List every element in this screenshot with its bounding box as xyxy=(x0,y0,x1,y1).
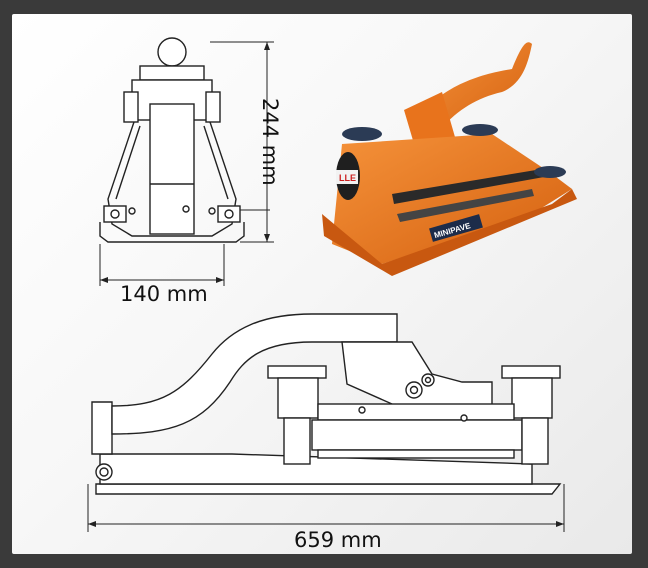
side-view-drawing xyxy=(87,313,565,532)
photo-sticker-text: LLE xyxy=(339,173,356,183)
height-dimension-label: 244 mm xyxy=(258,98,282,186)
product-photo: LLE MINIPAVE xyxy=(322,42,577,276)
front-view-drawing xyxy=(99,37,274,286)
length-dimension-label: 659 mm xyxy=(294,528,382,552)
drawing-panel: LLE MINIPAVE xyxy=(12,14,632,554)
width-dimension-label: 140 mm xyxy=(120,282,208,306)
